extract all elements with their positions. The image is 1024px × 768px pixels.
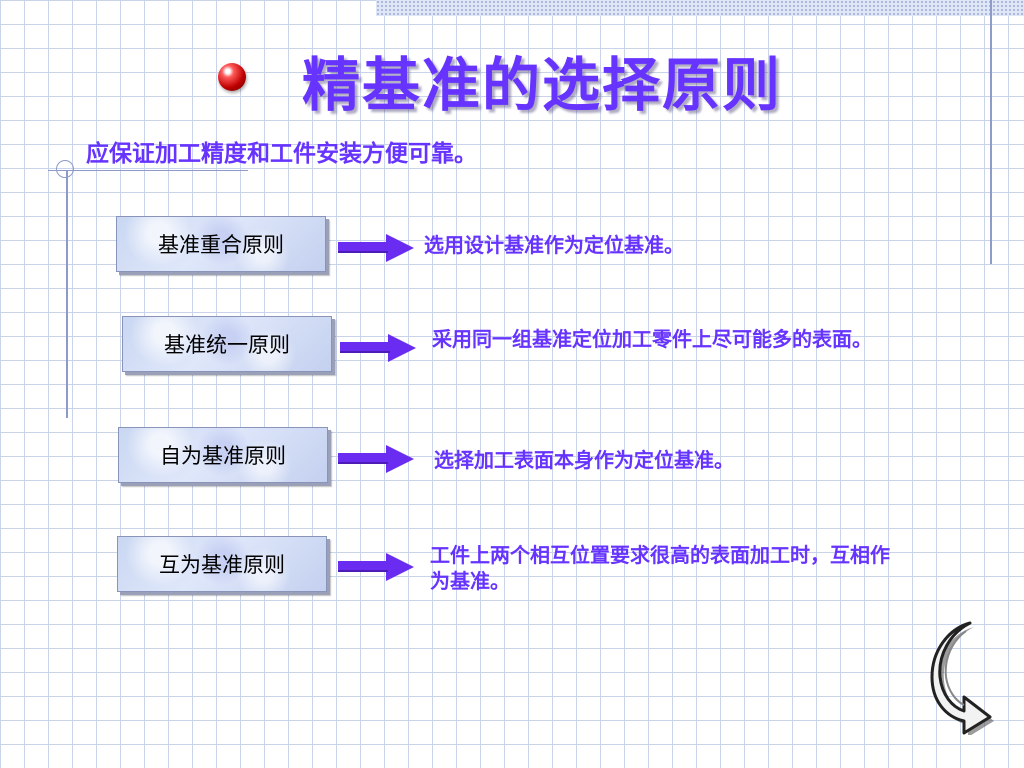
principle-box-1: 基准重合原则 [116, 216, 326, 272]
principle-box-4: 互为基准原则 [117, 536, 327, 592]
right-arrow-icon [338, 234, 414, 262]
principle-row: 互为基准原则 工件上两个相互位置要求很高的表面加工时，互相作为基准。 [0, 534, 1024, 604]
right-arrow-icon [338, 445, 414, 473]
red-sphere-bullet-icon [218, 63, 246, 91]
right-arrow-icon [340, 334, 416, 362]
decor-vertical-line-right [990, 0, 992, 264]
principle-box-3: 自为基准原则 [118, 427, 328, 483]
principle-row: 自为基准原则 选择加工表面本身作为定位基准。 [0, 425, 1024, 495]
right-arrow-icon [338, 553, 414, 581]
principle-label: 基准重合原则 [158, 233, 284, 257]
crosshair-icon [56, 160, 74, 178]
principle-row: 基准统一原则 采用同一组基准定位加工零件上尽可能多的表面。 [0, 314, 1024, 384]
principle-row: 基准重合原则 选用设计基准作为定位基准。 [0, 214, 1024, 284]
return-arrow-icon[interactable] [930, 615, 994, 735]
principle-label: 互为基准原则 [159, 553, 285, 577]
decor-horizontal-line [48, 170, 248, 171]
principle-description: 工件上两个相互位置要求很高的表面加工时，互相作为基准。 [430, 543, 890, 593]
slide-title: 精基准的选择原则 [302, 51, 783, 119]
principle-label: 基准统一原则 [164, 333, 290, 357]
principle-box-2: 基准统一原则 [122, 316, 332, 372]
principle-description: 选用设计基准作为定位基准。 [424, 233, 684, 257]
principle-label: 自为基准原则 [160, 444, 286, 468]
principle-description: 选择加工表面本身作为定位基准。 [434, 448, 734, 472]
slide-subtitle: 应保证加工精度和工件安装方便可靠。 [86, 140, 477, 167]
top-texture-band [376, 0, 1024, 16]
principle-description: 采用同一组基准定位加工零件上尽可能多的表面。 [432, 327, 872, 351]
decor-vertical-line-left [66, 170, 68, 418]
